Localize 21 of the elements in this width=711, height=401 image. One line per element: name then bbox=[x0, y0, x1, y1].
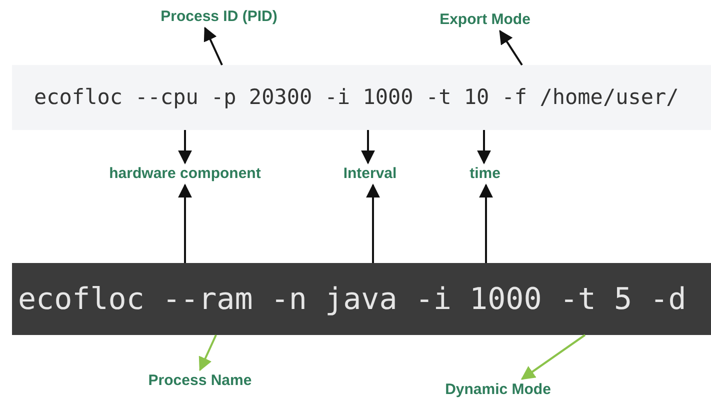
arrow bbox=[178, 184, 192, 263]
annotation-label: hardware component bbox=[109, 162, 261, 186]
annotation-label: Dynamic Mode bbox=[445, 378, 551, 401]
arrow bbox=[479, 184, 493, 263]
arrow bbox=[198, 334, 217, 372]
annotation-label: Process Name bbox=[148, 370, 252, 392]
command-text: ecofloc --cpu -p 20300 -i 1000 -t 10 -f /home/user/ bbox=[34, 84, 679, 111]
arrow bbox=[477, 130, 491, 164]
command-panel bbox=[12, 263, 711, 335]
arrow bbox=[366, 184, 380, 263]
arrow bbox=[499, 30, 523, 66]
arrow bbox=[361, 130, 375, 164]
annotation-label: Export Mode bbox=[440, 8, 530, 32]
arrow bbox=[178, 130, 192, 164]
annotation-label: time bbox=[470, 162, 500, 186]
annotation-label: Process ID (PID) bbox=[160, 6, 278, 28]
arrow bbox=[520, 334, 586, 380]
annotation-label: Interval bbox=[343, 162, 397, 186]
command-text: ecofloc --ram -n java -i 1000 -t 5 -d bbox=[18, 280, 686, 318]
command-panel bbox=[12, 65, 711, 130]
arrow bbox=[204, 26, 223, 66]
